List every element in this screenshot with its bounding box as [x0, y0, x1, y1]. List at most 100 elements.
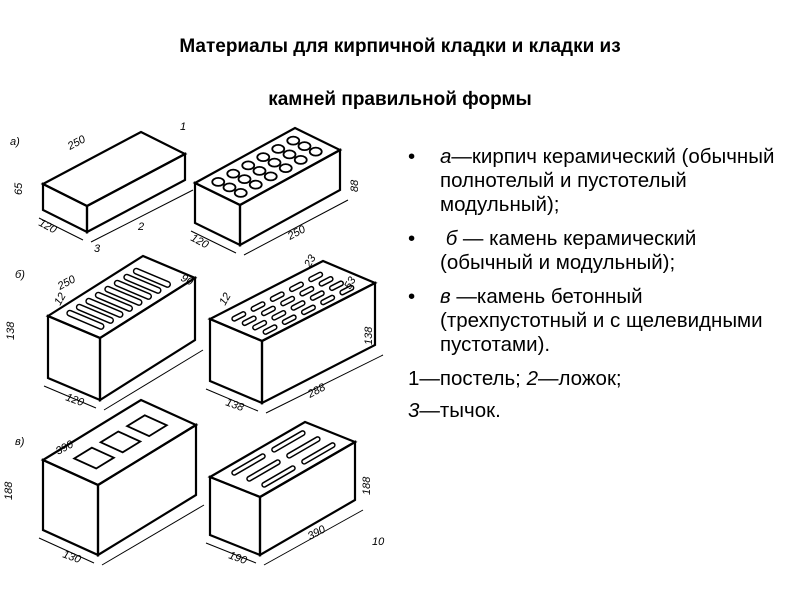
- brick-c2-length-dim-line: [263, 509, 364, 566]
- slot-hole-inner: [252, 302, 265, 311]
- brick-a2-width-dim-line: [190, 230, 237, 254]
- brick-b1-width-dim-line: [43, 385, 97, 409]
- dim-a1-length: 250: [65, 133, 89, 153]
- slot-hole-inner: [264, 325, 277, 334]
- slot-hole-inner: [320, 277, 333, 286]
- slot-hole-inner: [67, 311, 103, 329]
- bullet-marker: а: [440, 145, 452, 168]
- description-text: •а—кирпич керамический (обычный полнотел…: [408, 145, 788, 431]
- slot-hole-inner: [340, 286, 353, 294]
- slot-hole-inner: [292, 301, 305, 310]
- square-hole: [72, 446, 116, 470]
- dim-a1-width: 120: [37, 217, 60, 237]
- brick-b1-end-face: [46, 314, 102, 402]
- slot-hole-inner: [77, 305, 113, 323]
- slit-hole-inner: [262, 466, 295, 487]
- dim-b1-12: 12: [52, 291, 69, 308]
- brick-b2-width-dim-line: [205, 388, 259, 412]
- bullet-text: —кирпич керамический (обычный полнотелый…: [440, 145, 775, 216]
- bullet-item: •а—кирпич керамический (обычный полнотел…: [408, 145, 775, 216]
- legend-text: —тычок.: [419, 399, 501, 422]
- brick-c1-side-face: [96, 423, 198, 557]
- dim-b1-height: 138: [5, 321, 17, 340]
- hole: [297, 141, 312, 152]
- slit-hole-inner: [272, 431, 305, 452]
- bullet-item: • б — камень керамический (обычный и мод…: [408, 227, 697, 274]
- slot-hole-inner: [96, 293, 132, 311]
- label-header: 3: [94, 243, 101, 255]
- hole: [278, 163, 293, 174]
- dim-b2-height: 138: [363, 326, 375, 345]
- brick-b2-end-face: [208, 317, 264, 405]
- slot-hole-inner: [309, 273, 322, 281]
- dim-a2-height: 88: [349, 179, 361, 192]
- slide-title-line-2: камней правильной формы: [268, 89, 532, 110]
- dim-a1-height: 65: [13, 182, 25, 195]
- dim-c2-height: 188: [361, 476, 373, 495]
- slide-title-line-1: Материалы для кирпичной кладки и кладки …: [179, 36, 621, 57]
- dim-b1-width: 120: [64, 392, 86, 410]
- slot-hole-inner: [300, 287, 313, 296]
- brick-drawings: а) б) в) 1 2 3 250 65 120 88 120 250 250…: [3, 121, 385, 568]
- legend-text: —постель;: [419, 367, 527, 390]
- legend-line: 1—постель; 2—ложок;: [408, 367, 788, 391]
- figure-number: 10: [372, 536, 385, 548]
- slot-hole-inner: [311, 291, 324, 300]
- dim-c2-width: 190: [227, 550, 249, 568]
- slot-hole-inner: [321, 296, 334, 304]
- hole: [293, 154, 308, 165]
- bullet-item: •в —камень бетонный (трехпустотный и с щ…: [408, 285, 763, 356]
- brick-a2-side-face: [238, 148, 342, 247]
- hole: [233, 187, 248, 198]
- hole: [267, 157, 282, 168]
- legend-num: 1: [408, 367, 420, 390]
- slot-hole-inner: [115, 281, 151, 299]
- brick-b2-length-dim-line: [265, 354, 384, 414]
- hole: [271, 143, 286, 154]
- brick-b2-side-face: [260, 281, 377, 405]
- slot-hole-inner: [302, 306, 315, 314]
- label-stretcher: 2: [137, 221, 144, 233]
- brick-c1-length-dim-line: [101, 504, 205, 566]
- hole: [263, 171, 278, 182]
- slot-hole-inner: [124, 275, 160, 293]
- slot-hole-inner: [283, 315, 296, 324]
- hole: [286, 135, 301, 146]
- dim-b2-width: 138: [224, 397, 246, 415]
- square-hole: [98, 430, 143, 454]
- hole: [308, 146, 323, 157]
- hole: [241, 160, 256, 171]
- brick-b1-side-face: [98, 276, 197, 402]
- slot-hole-inner: [281, 297, 294, 305]
- slot-hole-inner: [271, 292, 284, 301]
- slot-hole-inner: [290, 282, 303, 291]
- brick-a2-length-dim-line: [243, 199, 349, 256]
- brick-c2-side-face: [258, 440, 357, 557]
- slot-hole-inner: [86, 299, 122, 317]
- legend-line: 3—тычок.: [408, 399, 788, 423]
- label-bed: 1: [180, 121, 186, 133]
- slot-hole-inner: [253, 321, 266, 329]
- hole: [237, 174, 252, 185]
- hole: [252, 165, 267, 176]
- brick-c2-end-face: [208, 475, 262, 557]
- dim-a2-width: 120: [189, 232, 212, 252]
- dim-c1-height: 188: [3, 481, 15, 500]
- slot-hole-inner: [243, 316, 256, 325]
- legend-num: 2: [526, 367, 538, 390]
- slot-hole-inner: [272, 311, 285, 320]
- hole: [222, 182, 237, 193]
- brick-c1-width-dim-line: [38, 537, 95, 564]
- hole: [248, 179, 263, 190]
- slot-hole-inner: [105, 287, 141, 305]
- slit-hole-inner: [232, 454, 265, 475]
- hole: [226, 168, 241, 179]
- label-c: в): [15, 436, 25, 448]
- slit-hole-inner: [302, 443, 335, 464]
- hole: [282, 149, 297, 160]
- label-a: а): [10, 136, 20, 148]
- square-hole: [125, 414, 169, 438]
- slit-hole-inner: [287, 437, 320, 458]
- slot-hole-inner: [330, 281, 343, 290]
- bullet-marker: в: [440, 285, 451, 308]
